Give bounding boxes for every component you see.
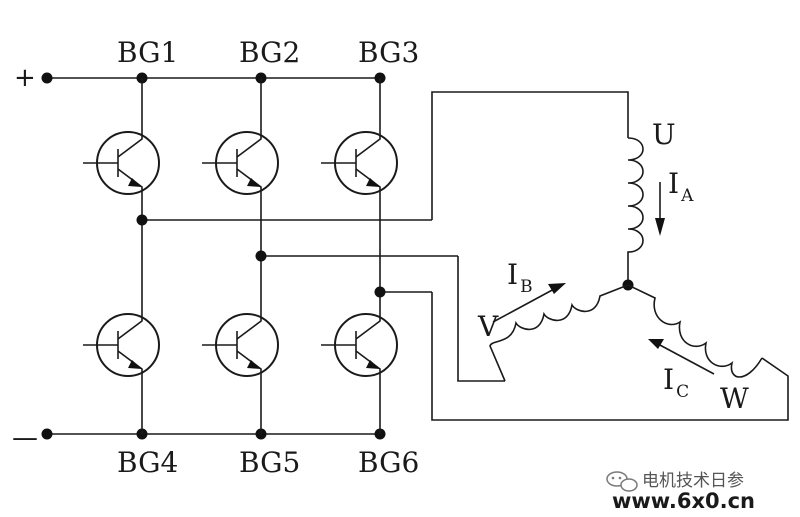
bg6-label: BG6 bbox=[358, 446, 419, 479]
bg1-label: BG1 bbox=[117, 36, 178, 69]
wechat-icon bbox=[606, 471, 638, 492]
u-winding-label: U bbox=[652, 118, 676, 151]
bg4-transistor bbox=[83, 220, 160, 434]
bg4-label: BG4 bbox=[117, 446, 178, 479]
u-winding-coil bbox=[627, 137, 644, 285]
watermark-site: www.6x0.cn bbox=[612, 489, 755, 513]
bg6-transistor bbox=[321, 220, 398, 434]
watermark-account: 电机技术日参 bbox=[642, 471, 744, 491]
transistor-bridge bbox=[83, 78, 398, 434]
v-winding-coil bbox=[489, 284, 629, 382]
bg1-transistor bbox=[83, 78, 160, 220]
current-arrow-c bbox=[648, 339, 715, 375]
negative-terminal-label: — bbox=[12, 423, 38, 453]
bg3-label: BG3 bbox=[358, 36, 419, 69]
motor-windings bbox=[489, 137, 763, 382]
bg3-transistor bbox=[321, 78, 398, 220]
watermark: 电机技术日参 www.6x0.cn bbox=[606, 471, 755, 513]
bg2-label: BG2 bbox=[239, 36, 300, 69]
w-winding-coil bbox=[627, 284, 763, 378]
bg5-label: BG5 bbox=[239, 446, 300, 479]
w-winding-label: W bbox=[720, 382, 749, 415]
bg2-transistor bbox=[202, 78, 279, 220]
phase-wiring bbox=[136, 91, 789, 421]
positive-terminal-label: + bbox=[14, 63, 36, 93]
current-arrow-b bbox=[492, 283, 566, 323]
bg5-transistor bbox=[202, 220, 279, 434]
v-winding-label: V bbox=[477, 310, 499, 343]
current-arrow-a bbox=[655, 182, 665, 236]
